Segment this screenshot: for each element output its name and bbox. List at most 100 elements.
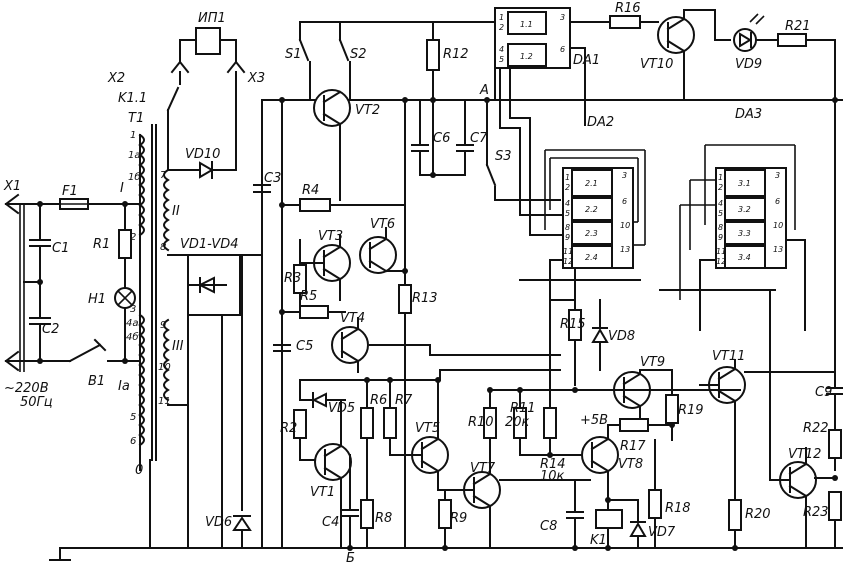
da2-pin-11: 11 (563, 247, 573, 256)
label-vd9: VD9 (735, 57, 762, 72)
da1-pin-4: 4 (499, 45, 504, 54)
da3-pin-6: 6 (775, 197, 780, 206)
resistor-r8 (360, 499, 374, 549)
label-k1: K1 (590, 533, 607, 548)
label-s2: S2 (350, 47, 367, 62)
label-r11: R11 (510, 401, 536, 416)
ip1-block (195, 27, 221, 55)
label-r2: R2 (280, 421, 297, 436)
transistor-vt2 (313, 89, 351, 201)
da3-unit-1: 3.1 (738, 179, 751, 188)
r12-resistor (426, 39, 440, 71)
label-k11: K1.1 (118, 91, 147, 106)
label-r6: R6 (370, 393, 387, 408)
pin-1: 1 (130, 130, 136, 141)
label-vd7: VD7 (648, 525, 676, 540)
resistor-r6 (360, 379, 374, 501)
da2-unit-4: 2.4 (585, 253, 598, 262)
label-plus5: +5В (580, 413, 608, 428)
label-r20: R20 (745, 507, 771, 522)
label-s1: S1 (285, 47, 302, 62)
da1-pin-2: 2 (499, 23, 504, 32)
label-r22: R22 (803, 421, 829, 436)
label-c4: C4 (322, 515, 339, 530)
resistor-r18 (648, 439, 662, 549)
label-x2: X2 (107, 71, 125, 86)
label-r14-value: 10к (540, 469, 565, 484)
da2-unit-2: 2.2 (585, 205, 598, 214)
transistor-vt4 (331, 317, 431, 373)
da3-pin-2: 2 (718, 183, 723, 192)
pin-8: 8 (160, 242, 166, 253)
da2-pin-10: 10 (620, 221, 630, 230)
da1-unit-2: 1.2 (520, 52, 533, 61)
label-vt2: VT2 (355, 103, 380, 118)
label-h1: H1 (88, 292, 106, 307)
label-r3: R3 (284, 271, 301, 286)
da2-pin-9: 9 (565, 233, 570, 242)
resistor-r4 (279, 99, 406, 549)
supply-rails (261, 21, 843, 549)
label-vd5: VD5 (328, 401, 355, 416)
ic-da2 (499, 117, 646, 301)
resistor-r23 (828, 491, 842, 549)
resistor-r16 (599, 15, 659, 29)
da2-pin-1: 1 (565, 173, 570, 182)
zener-vd6 (232, 254, 252, 549)
label-x3: X3 (247, 71, 265, 86)
pin-5: 5 (130, 412, 136, 423)
da2-pin-5: 5 (565, 209, 570, 218)
da3-pin-1: 1 (718, 173, 723, 182)
label-mains: ~220В (4, 381, 49, 396)
label-vt10: VT10 (640, 57, 673, 72)
da3-unit-2: 3.2 (738, 205, 751, 214)
transistor-vt6 (359, 227, 406, 274)
capacitor-c8 (566, 479, 584, 549)
s2-switch (338, 38, 350, 62)
transistor-vt1 (314, 399, 352, 549)
label-c2: C2 (42, 322, 59, 337)
da2-unit-3: 2.3 (585, 229, 598, 238)
led-vd9 (733, 13, 765, 52)
resistor-r22 (828, 429, 842, 471)
da3-pin-labels: 1 2 3 4 5 6 8 9 10 11 12 13 3.1 3.2 3.3 … (716, 171, 783, 266)
b1-switch (68, 343, 102, 363)
transistor-vt3 (299, 234, 351, 301)
pin-10: 10 (158, 362, 171, 373)
label-s3: S3 (495, 149, 512, 164)
diode-vd8 (591, 299, 609, 371)
interconnect-wires (299, 269, 776, 381)
da3-pin-11: 11 (716, 247, 726, 256)
pin-7: 7 (160, 170, 167, 181)
label-c8: C8 (540, 519, 557, 534)
label-c3: C3 (264, 171, 281, 186)
winding-i (138, 133, 145, 237)
filter-r12-c6-c7 (411, 21, 474, 178)
diode-vd5 (299, 379, 346, 408)
capacitor-c3 (253, 184, 271, 549)
da3-unit-4: 3.4 (738, 253, 751, 262)
relay-contact-k11 (166, 27, 246, 171)
label-mains-freq: 50Гц (20, 395, 53, 410)
label-r23: R23 (803, 505, 829, 520)
pin-9: 9 (160, 320, 166, 331)
winding-label-i: I (120, 181, 124, 196)
label-da3: DA3 (735, 107, 762, 122)
label-c1: C1 (52, 241, 69, 256)
label-r7: R7 (395, 393, 413, 408)
transistor-vt11 (699, 359, 836, 501)
pin-11: 11 (158, 396, 171, 407)
label-r10: R10 (468, 415, 494, 430)
label-r15: R15 (560, 317, 586, 332)
label-da1: DA1 (573, 53, 600, 68)
label-vt12: VT12 (788, 447, 821, 462)
capacitor-c4 (341, 454, 359, 549)
label-r13: R13 (412, 291, 438, 306)
da1-pin-labels: 1 2 3 4 5 6 1.1 1.2 (499, 13, 565, 64)
mains-input-section (4, 193, 843, 561)
resistor-r21 (755, 33, 836, 101)
label-vd6: VD6 (205, 515, 232, 530)
pin-4a: 4а (126, 318, 139, 329)
transformer-t1 (138, 124, 170, 549)
